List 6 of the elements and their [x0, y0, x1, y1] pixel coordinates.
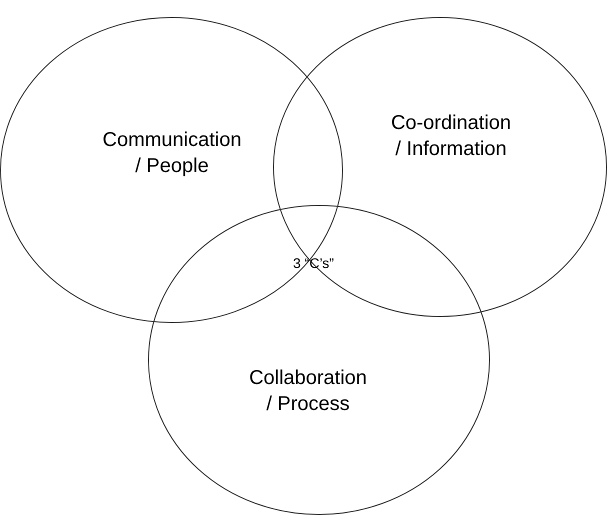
circle-label: Collaboration / Process: [248, 366, 368, 417]
venn-circle: [0, 17, 343, 323]
venn-circle: [273, 17, 607, 317]
circle-label: Communication / People: [102, 128, 242, 179]
venn-circle: [148, 205, 490, 515]
circle-label: Co-ordination / Information: [390, 111, 512, 162]
